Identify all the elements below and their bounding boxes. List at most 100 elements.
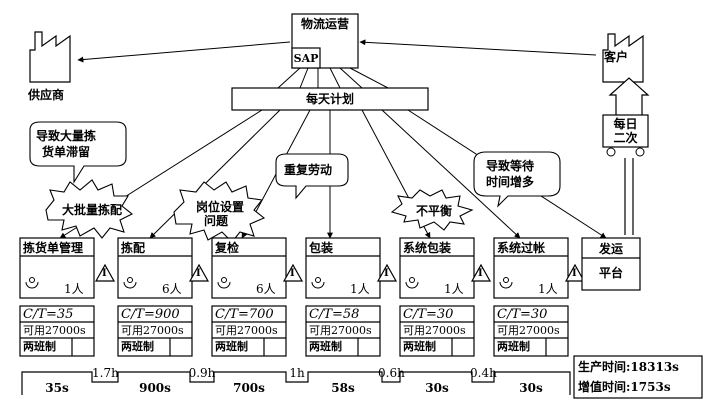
sap-plan-links (277, 67, 389, 89)
shipping-box (581, 237, 641, 291)
burst-job-line1: 岗位设置 (196, 200, 245, 214)
operator-icon (405, 281, 419, 289)
process-available-time: 可用27000s (23, 324, 86, 337)
process-data-box (399, 305, 475, 357)
inventory-triangle-icon (564, 263, 586, 282)
process-shift: 两班制 (121, 340, 154, 353)
up-arrow-icon (608, 77, 650, 115)
process-shift: 两班制 (497, 340, 530, 353)
inventory-label: I (196, 268, 201, 279)
inventory-triangle-icon (188, 263, 210, 282)
process-people: 6人 (256, 282, 276, 296)
operator-icon (25, 281, 39, 289)
truck-box (602, 114, 649, 148)
platform-label: 平台 (598, 266, 623, 280)
operator-head-icon (315, 277, 321, 283)
shipping-label: 发运 (598, 242, 623, 256)
process-data-box (305, 305, 381, 357)
process-time: 58s (331, 381, 355, 395)
process-people: 1人 (350, 282, 370, 296)
callout-backlog (29, 121, 127, 184)
process-people: 1人 (64, 282, 84, 296)
process-name: 拣配 (121, 241, 146, 255)
inventory-label: I (572, 268, 577, 279)
callout-wait (473, 151, 561, 208)
inventory-label: I (478, 268, 483, 279)
process-people: 1人 (444, 282, 464, 296)
process-data-box (117, 305, 193, 357)
process-available-time: 可用27000s (403, 324, 466, 337)
burst-imbalance (390, 189, 474, 231)
to-supplier-arrow (77, 41, 291, 63)
inventory-triangle-icon (376, 263, 398, 282)
operator-head-icon (127, 277, 133, 283)
customer-factory-icon (602, 33, 644, 83)
inventory-label: I (290, 268, 295, 279)
process-data-box (493, 305, 569, 357)
inventory-triangle-icon (282, 263, 304, 282)
process-name: 复检 (215, 241, 240, 255)
process-shift: 两班制 (309, 340, 342, 353)
from-customer-arrow (359, 39, 597, 56)
customer-label: 客户 (604, 50, 629, 64)
operator-head-icon (29, 277, 35, 283)
value-added-time: 增值时间:1753s (578, 380, 671, 394)
production-time: 生产时间:18313s (578, 360, 679, 374)
wait-5: 0.4h (470, 366, 497, 380)
process-shift: 两班制 (403, 340, 436, 353)
process-cycle-time: C/T=900 (121, 307, 180, 322)
callout-backlog-line1: 导致大量拣 (36, 129, 97, 143)
logistics-label: 物流运营 (300, 17, 349, 31)
sap-box (291, 47, 321, 69)
process-available-time: 可用27000s (215, 324, 278, 337)
burst-job-line2: 问题 (204, 214, 229, 228)
process-name: 系统包装 (403, 241, 452, 255)
truck-wheel-icon (606, 147, 616, 157)
process-cycle-time: C/T=35 (23, 307, 74, 322)
supplier-label: 供应商 (28, 88, 65, 102)
process-cycle-time: C/T=700 (215, 307, 274, 322)
callout-wait-line1: 导致等待 (486, 159, 535, 173)
burst-batch-picking (45, 179, 134, 239)
inventory-label: I (102, 268, 107, 279)
wait-2: 0.9h (188, 366, 216, 380)
process-time: 700s (233, 381, 265, 395)
wait-1: 1.7h (92, 366, 119, 380)
process-time: 900s (139, 381, 171, 395)
supplier-factory-icon (29, 31, 71, 83)
ship-line-icon (624, 158, 634, 235)
process-time: 30s (425, 381, 449, 395)
callout-wait-line2: 时间增多 (486, 175, 535, 189)
process-available-time: 可用27000s (309, 324, 372, 337)
process-time: 30s (519, 381, 543, 395)
process-people: 1人 (538, 282, 558, 296)
process-available-time: 可用27000s (497, 324, 560, 337)
process-data-box (19, 305, 95, 357)
timeline-ladder (21, 371, 571, 395)
process-name: 包装 (309, 241, 334, 255)
callout-rework (275, 153, 349, 200)
ship-freq-line2: 二次 (613, 131, 638, 145)
process-cycle-time: C/T=30 (403, 307, 454, 322)
totals-box (573, 355, 703, 399)
inventory-triangle-icon (94, 263, 116, 282)
truck-wheel-icon (635, 147, 645, 157)
process-shift: 两班制 (215, 340, 248, 353)
process-time: 35s (45, 381, 69, 395)
process-name: 系统过帐 (497, 241, 546, 255)
process-people: 6人 (162, 282, 182, 296)
operator-icon (123, 281, 137, 289)
burst-batch-label: 大批量拣配 (62, 203, 123, 217)
operator-head-icon (503, 277, 509, 283)
process-shift: 两班制 (23, 340, 56, 353)
process-name: 拣货单管理 (23, 241, 84, 255)
ship-freq-line1: 每日 (613, 117, 638, 131)
burst-job-setting (173, 181, 266, 243)
operator-head-icon (221, 277, 227, 283)
process-cycle-time: C/T=58 (309, 307, 360, 322)
operator-icon (217, 281, 231, 289)
operator-head-icon (409, 277, 415, 283)
process-data-box (211, 305, 287, 357)
process-available-time: 可用27000s (121, 324, 184, 337)
